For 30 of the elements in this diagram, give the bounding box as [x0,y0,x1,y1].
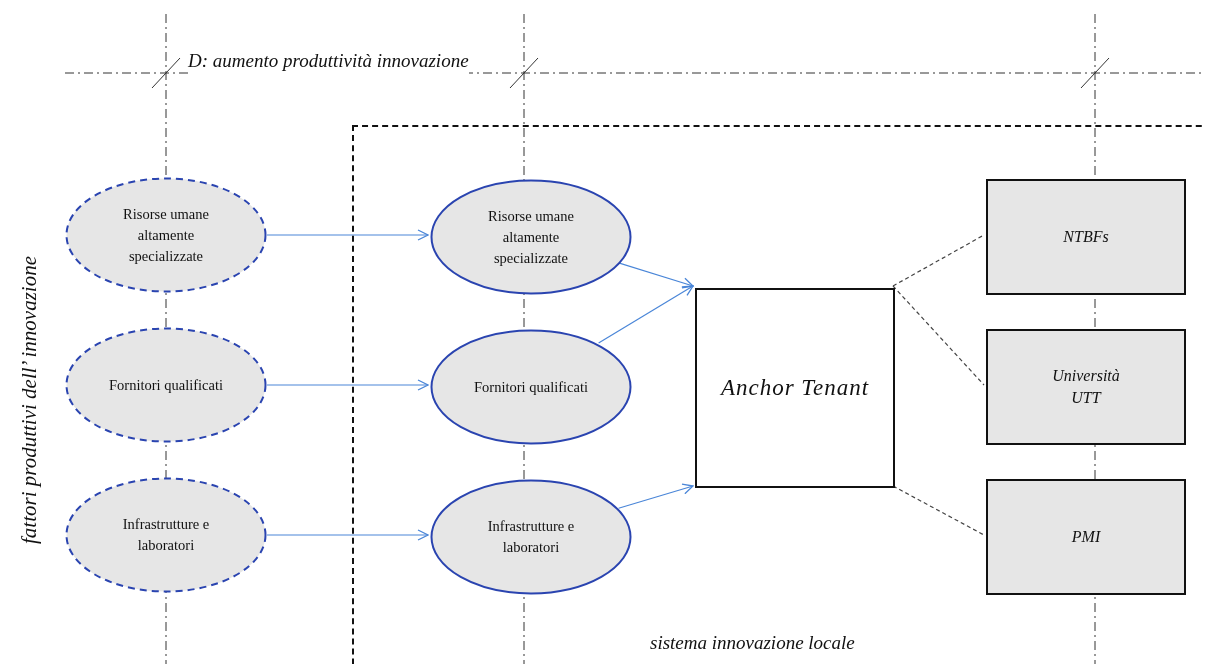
node-label: Risorse umane altamente specializzate [487,206,575,268]
ellipse-node [65,477,267,593]
arrow [266,529,429,541]
node-label: NTBFs [1062,227,1110,247]
arrow [598,285,694,344]
process-box [695,288,895,488]
ellipse-node [430,479,632,595]
arrow [266,379,429,391]
node-label: Infrastrutture e laboratori [486,517,576,557]
arrow [266,229,429,241]
ellipse-node [65,177,267,293]
node-label: PMI [1070,527,1102,547]
node-label: Risorse umane altamente specializzate [122,204,210,266]
ellipse-node [430,179,632,295]
connector-line [892,234,985,287]
node-label: Fornitori qualificati [473,377,589,397]
axis-label: fattori produttivi dell’ innovazione [16,256,43,544]
ellipse-node [65,327,267,443]
arrow [618,483,694,509]
process-box [986,179,1186,295]
node-label: Fornitori qualificati [108,375,224,395]
ellipse-node [430,329,632,445]
region-label: sistema innovazione locale [650,631,855,655]
process-box [986,329,1186,445]
node-label: Anchor Tenant [720,373,870,402]
connector-line [892,285,985,386]
node-label: Università UTT [1051,366,1121,408]
node-label: Infrastrutture e laboratori [121,515,211,555]
connector-line [892,485,985,536]
process-box [986,479,1186,595]
